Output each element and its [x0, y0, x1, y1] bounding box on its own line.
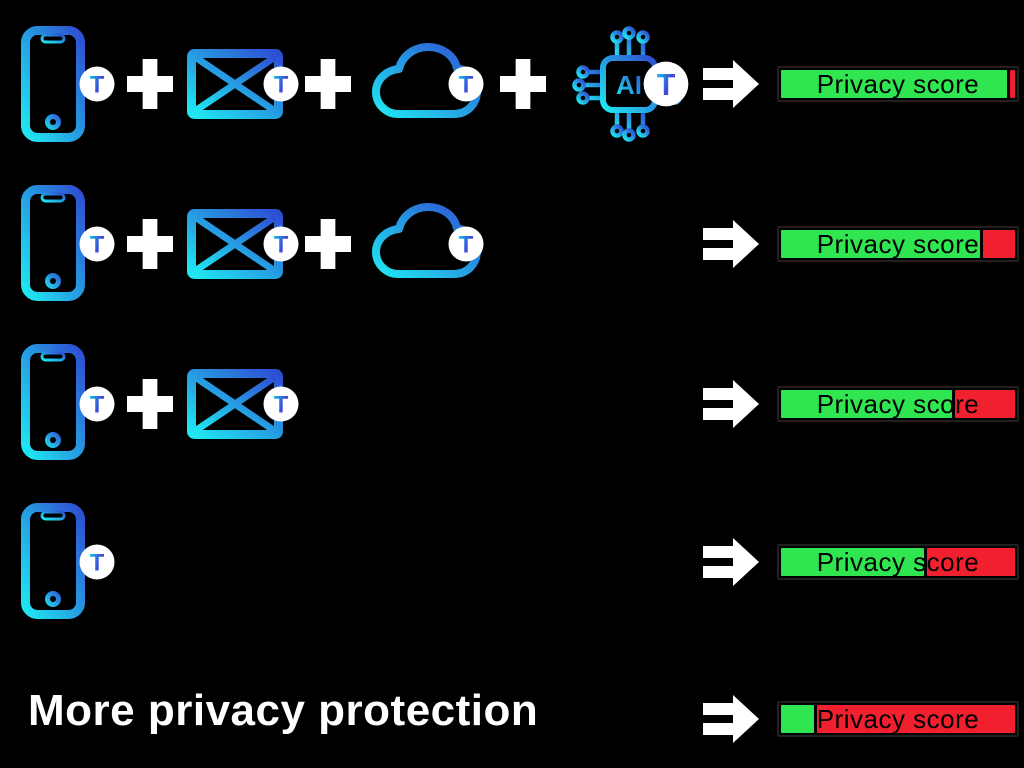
row1-privacy-bar: Privacy score — [777, 66, 1019, 102]
privacy-red-segment — [954, 390, 1015, 418]
result-arrow-icon — [703, 538, 759, 586]
t-logo-badge-icon: T — [263, 226, 299, 262]
t-logo-letter: T — [90, 550, 105, 577]
camera-notch — [40, 351, 66, 362]
row1-chip-badge: T — [643, 61, 689, 112]
ai-chip-label: AI — [616, 70, 642, 100]
privacy-red-segment — [816, 705, 1015, 733]
row2-arrow — [703, 220, 759, 273]
row5-arrow — [703, 695, 759, 748]
plus-icon — [305, 59, 351, 109]
result-arrow-icon — [703, 60, 759, 108]
t-logo-badge-icon: T — [448, 226, 484, 262]
row3-email-badge: T — [263, 386, 299, 427]
t-logo-badge-icon: T — [263, 66, 299, 102]
row5-privacy-bar: Privacy score — [777, 701, 1019, 737]
email-icon — [187, 369, 283, 439]
row1-arrow — [703, 60, 759, 113]
privacy-green-segment — [781, 390, 952, 418]
row1-phone-badge: T — [79, 66, 115, 107]
t-logo-badge-icon: T — [79, 544, 115, 580]
row4-phone-badge: T — [79, 544, 115, 585]
row3-phone-badge: T — [79, 386, 115, 427]
t-logo-badge-icon: T — [79, 386, 115, 422]
plus-icon — [127, 379, 173, 429]
privacy-green-segment — [781, 705, 814, 733]
t-logo-letter: T — [90, 232, 105, 259]
row3-arrow — [703, 380, 759, 433]
t-logo-letter: T — [657, 68, 676, 102]
t-logo-badge-icon: T — [79, 66, 115, 102]
camera-notch — [40, 192, 66, 203]
row4-arrow — [703, 538, 759, 591]
row4-privacy-bar: Privacy score — [777, 544, 1019, 580]
plus-icon — [127, 59, 173, 109]
phone-icon — [21, 503, 85, 619]
privacy-green-segment — [781, 230, 980, 258]
plus-icon — [305, 219, 351, 269]
row2-phone — [20, 184, 86, 307]
row3-phone — [20, 343, 86, 466]
row1-cloud-badge: T — [448, 66, 484, 107]
page-title: More privacy protection — [28, 686, 539, 735]
privacy-red-segment — [926, 548, 1015, 576]
camera-notch — [40, 33, 66, 44]
t-logo-badge-icon: T — [79, 226, 115, 262]
result-arrow-icon — [703, 695, 759, 743]
t-logo-badge-icon: T — [448, 66, 484, 102]
t-logo-letter: T — [459, 72, 474, 99]
t-logo-badge-icon: T — [643, 61, 689, 107]
row2-phone-badge: T — [79, 226, 115, 267]
phone-icon — [21, 185, 85, 301]
t-logo-badge-icon: T — [263, 386, 299, 422]
result-arrow-icon — [703, 380, 759, 428]
result-arrow-icon — [703, 220, 759, 268]
t-logo-letter: T — [90, 72, 105, 99]
row4-phone — [20, 502, 86, 625]
row2-privacy-bar: Privacy score — [777, 226, 1019, 262]
camera-notch — [40, 510, 66, 521]
privacy-green-segment — [781, 548, 924, 576]
t-logo-letter: T — [459, 232, 474, 259]
row3-email — [186, 368, 284, 445]
phone-icon — [21, 344, 85, 460]
t-logo-letter: T — [274, 392, 289, 419]
plus-icon — [127, 219, 173, 269]
phone-icon — [21, 26, 85, 142]
row2-cloud-badge: T — [448, 226, 484, 267]
privacy-red-segment — [1009, 70, 1015, 98]
plus-icon — [500, 59, 546, 109]
row3-privacy-bar: Privacy score — [777, 386, 1019, 422]
row2-email-badge: T — [263, 226, 299, 267]
row1-phone — [20, 25, 86, 148]
privacy-red-segment — [982, 230, 1015, 258]
privacy-green-segment — [781, 70, 1007, 98]
t-logo-letter: T — [274, 72, 289, 99]
row1-email-badge: T — [263, 66, 299, 107]
t-logo-letter: T — [274, 232, 289, 259]
t-logo-letter: T — [90, 392, 105, 419]
